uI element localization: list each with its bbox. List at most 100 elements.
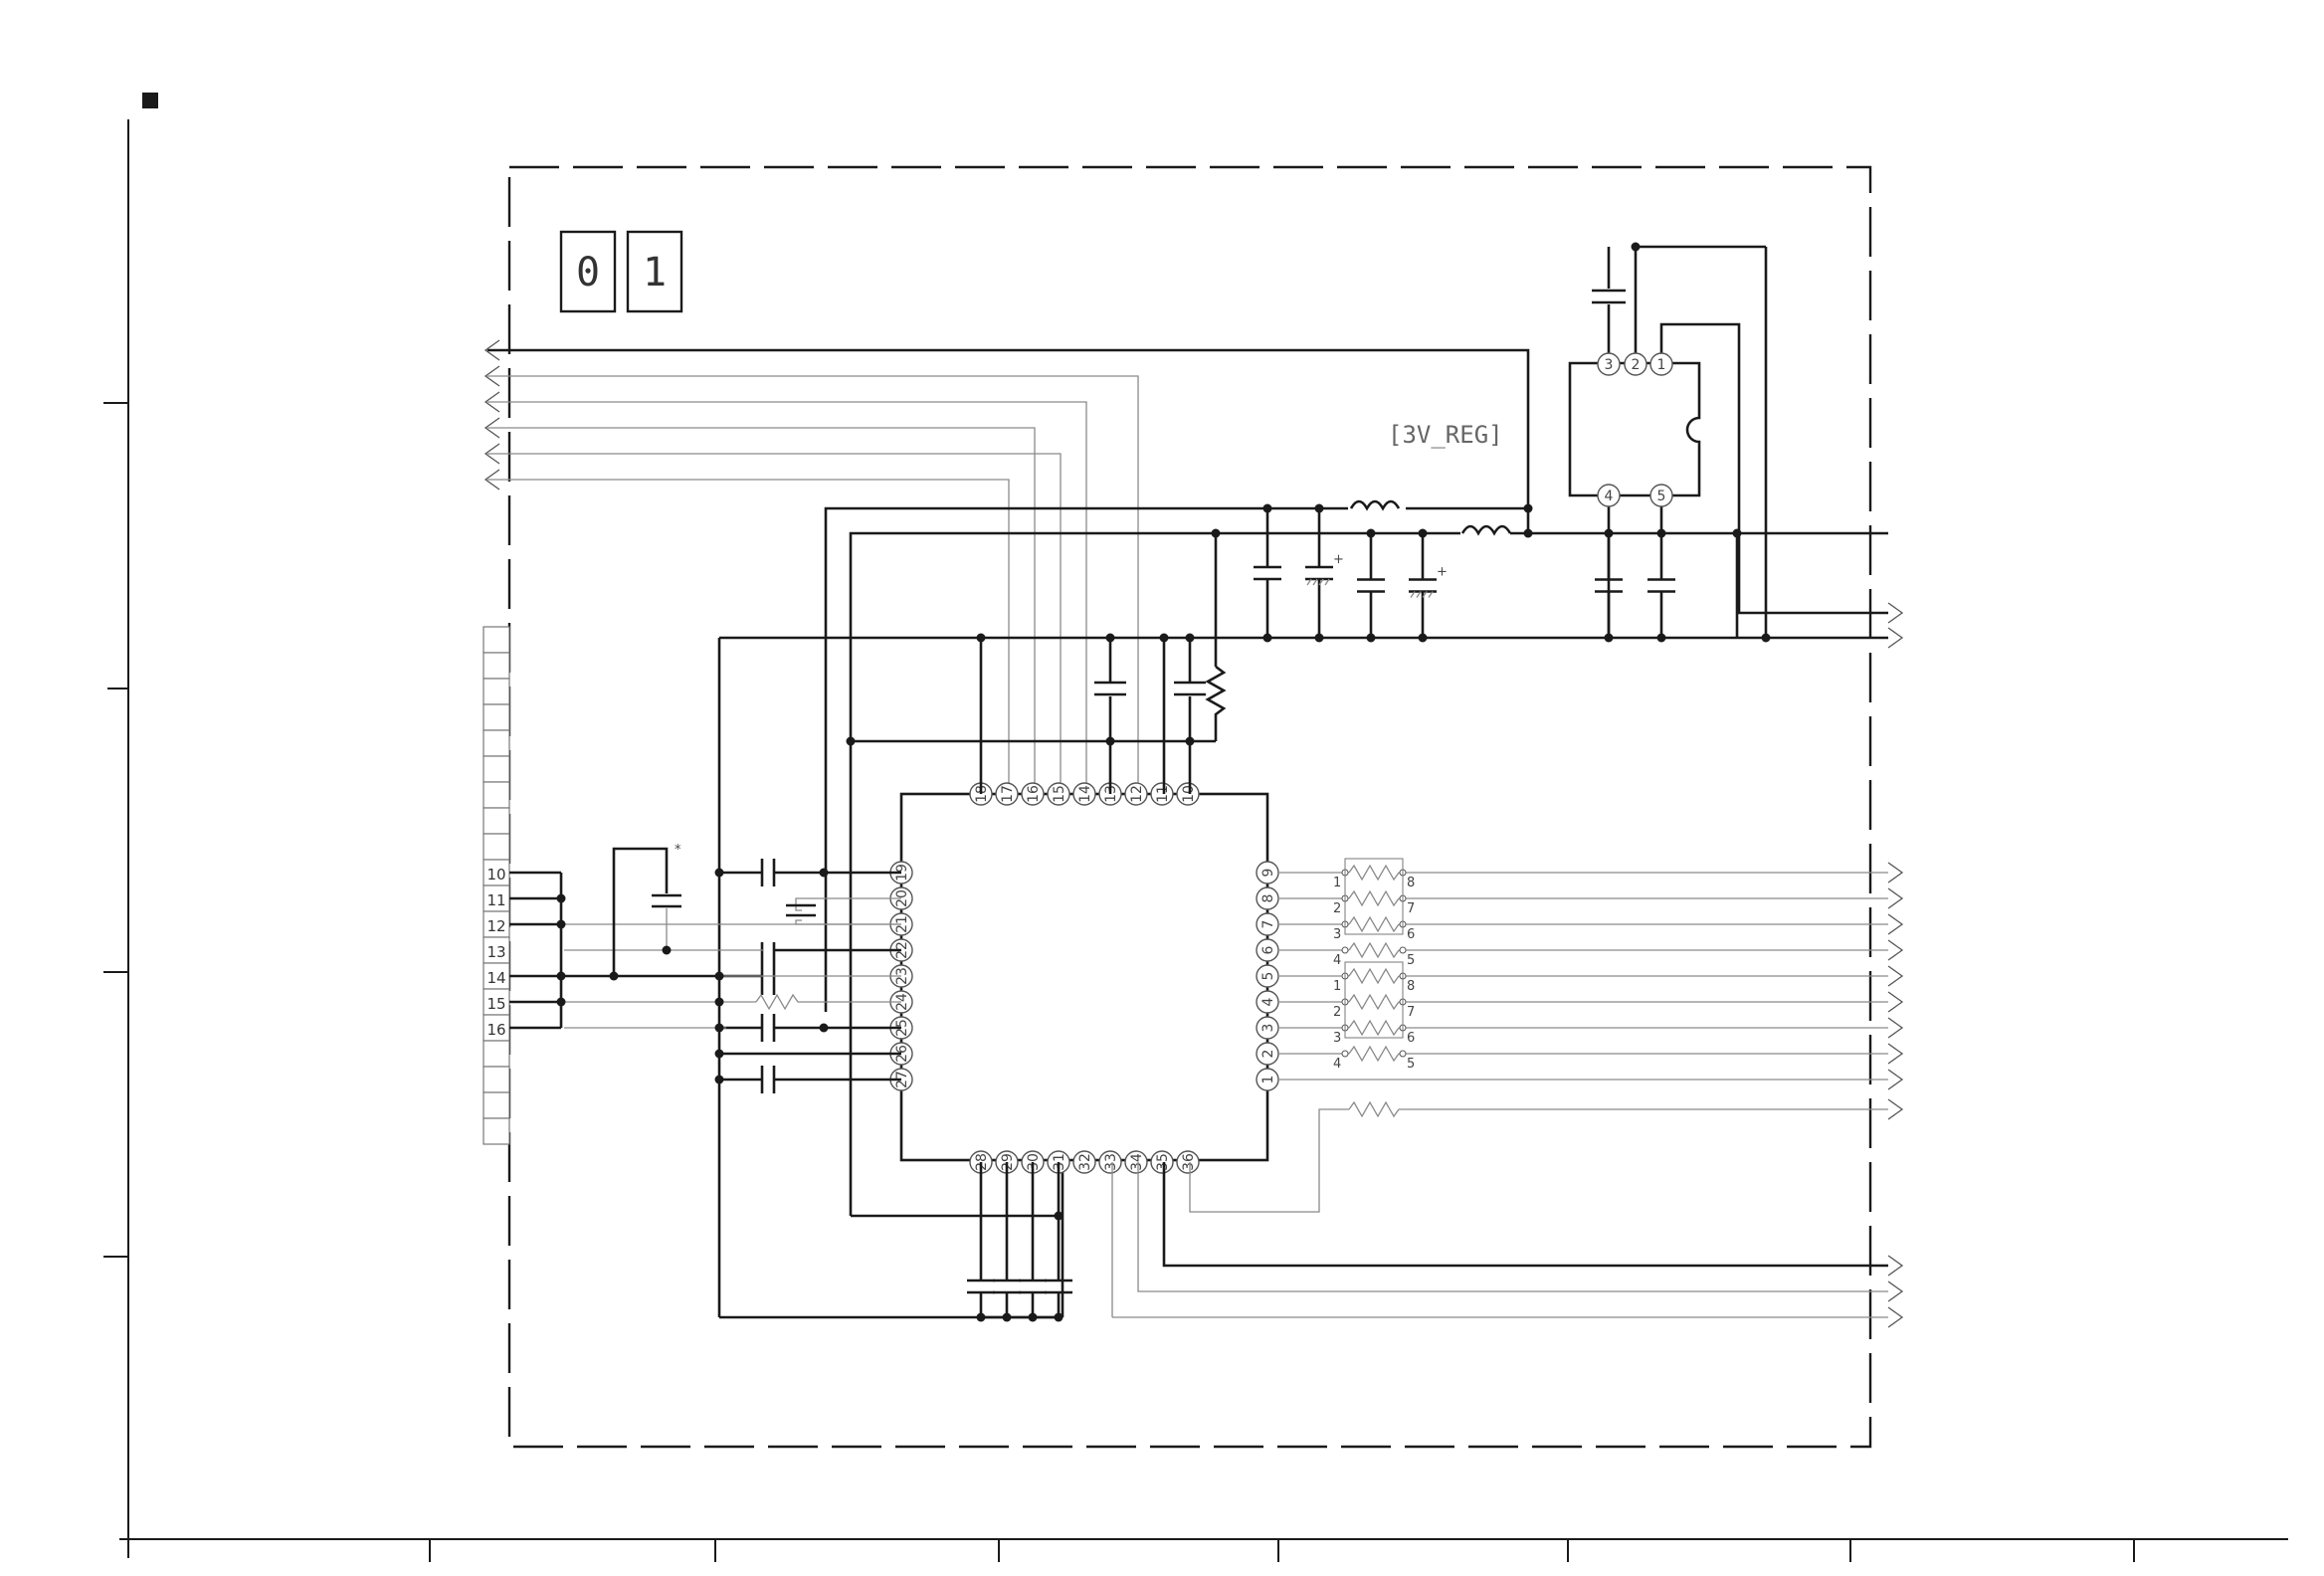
pin: 36 xyxy=(1177,1151,1199,1173)
junction xyxy=(1186,634,1195,643)
arrow-right xyxy=(1888,1099,1902,1119)
resnet-pin-label: 6 xyxy=(1407,1031,1415,1046)
junction xyxy=(715,998,724,1007)
pin-number: 32 xyxy=(1077,1153,1093,1171)
main-ic-body xyxy=(901,794,1267,1160)
pin-number: 1 xyxy=(1260,1076,1276,1084)
resistor xyxy=(1349,1021,1399,1035)
connector-cell xyxy=(484,1118,509,1144)
power-rails xyxy=(719,501,1888,1317)
connector-cell xyxy=(484,834,509,860)
board-id-digit: 1 xyxy=(643,250,667,296)
arrow-right xyxy=(1888,1256,1902,1276)
resnet-pin xyxy=(1400,947,1406,953)
pin: 5 xyxy=(1650,485,1672,506)
resistor xyxy=(1349,943,1399,957)
pin: 6 xyxy=(1257,939,1278,961)
arrow-right xyxy=(1888,914,1902,934)
connector-cell xyxy=(484,808,509,834)
left-ruler xyxy=(103,119,128,1558)
connector-bus xyxy=(509,873,561,1028)
pin-number: 1 xyxy=(1657,357,1666,373)
pin: 4 xyxy=(1257,991,1278,1013)
resistor-networks: 1827364518273645 xyxy=(1279,859,1888,1116)
junction xyxy=(1315,504,1324,513)
resnet-pin-label: 7 xyxy=(1407,1005,1415,1020)
junction xyxy=(1762,634,1771,643)
resnet-pin-label: 5 xyxy=(1407,1057,1415,1072)
resnet-pin-label: 8 xyxy=(1407,876,1415,890)
board-id: 0 1 xyxy=(561,232,681,311)
junction xyxy=(977,634,986,643)
connector-cell xyxy=(484,1067,509,1092)
pin-number: 17 xyxy=(1000,785,1016,803)
junction xyxy=(1029,1313,1038,1322)
connector-label: 16 xyxy=(486,1021,505,1039)
pin: 32 xyxy=(1073,1151,1095,1173)
right-arrow-group xyxy=(1888,603,1902,1327)
resnet-pin-label: 3 xyxy=(1333,1031,1341,1046)
resistor xyxy=(1349,969,1399,983)
junction xyxy=(1263,634,1272,643)
junction xyxy=(847,737,856,746)
pin-number: 8 xyxy=(1260,894,1276,903)
arrow-right xyxy=(1888,1307,1902,1327)
junction xyxy=(1419,529,1428,538)
connector-label: 14 xyxy=(486,969,505,987)
regulator-label: [3V_REG] xyxy=(1388,421,1503,449)
resnet-body xyxy=(1345,859,1403,934)
arrow-right xyxy=(1888,603,1902,623)
junction xyxy=(1605,529,1614,538)
top-pin-wiring xyxy=(851,533,1224,794)
resnet-pin xyxy=(1342,947,1348,953)
junction xyxy=(715,1076,724,1084)
connector-label: 13 xyxy=(486,943,505,961)
pin: 35 xyxy=(1151,1151,1173,1173)
cap-polarity: + xyxy=(1437,565,1448,580)
resnet-pin-label: 3 xyxy=(1333,927,1341,942)
junction xyxy=(1605,634,1614,643)
arrow-right xyxy=(1888,1281,1902,1301)
junction xyxy=(1055,1212,1064,1221)
connector-label: 15 xyxy=(486,995,505,1013)
junction xyxy=(1524,529,1533,538)
junction xyxy=(1263,504,1272,513)
resistor xyxy=(1349,995,1399,1009)
resnet-body xyxy=(1345,962,1403,1038)
resistor xyxy=(1349,1047,1399,1061)
left-arrow-group xyxy=(485,340,499,490)
arrow-right xyxy=(1888,940,1902,960)
pin: 17 xyxy=(996,783,1018,805)
junction xyxy=(1419,634,1428,643)
junction xyxy=(1106,737,1115,746)
arrow-right xyxy=(1888,1070,1902,1089)
junction xyxy=(1055,1313,1064,1322)
junction xyxy=(1315,634,1324,643)
pin: 14 xyxy=(1073,783,1095,805)
junction xyxy=(820,1024,829,1033)
connector-cell xyxy=(484,756,509,782)
pin: 2 xyxy=(1625,353,1646,375)
pin-number: 36 xyxy=(1181,1153,1197,1171)
pin-number: 7 xyxy=(1260,920,1276,929)
pin: 5 xyxy=(1257,965,1278,987)
connector-label: 11 xyxy=(486,891,505,909)
connector-cell xyxy=(484,1092,509,1118)
arrow-right xyxy=(1888,888,1902,908)
main-ic-pins: 1817161514131211102829303132333435361920… xyxy=(890,783,1278,1173)
bottom-pin-wiring xyxy=(851,1109,1888,1317)
pin: 11 xyxy=(1151,783,1173,805)
resistor xyxy=(1349,891,1399,905)
resnet-pin-label: 1 xyxy=(1333,876,1341,890)
pin-number: 33 xyxy=(1103,1153,1119,1171)
pin: 9 xyxy=(1257,862,1278,884)
pin-number: 2 xyxy=(1632,357,1641,373)
junction xyxy=(715,972,724,981)
junction xyxy=(715,1024,724,1033)
arrow-right xyxy=(1888,628,1902,648)
junction xyxy=(977,1313,986,1322)
junction xyxy=(1657,634,1666,643)
pin: 1 xyxy=(1257,1069,1278,1090)
pin-number: 12 xyxy=(1129,785,1145,803)
connector-cell xyxy=(484,627,509,653)
